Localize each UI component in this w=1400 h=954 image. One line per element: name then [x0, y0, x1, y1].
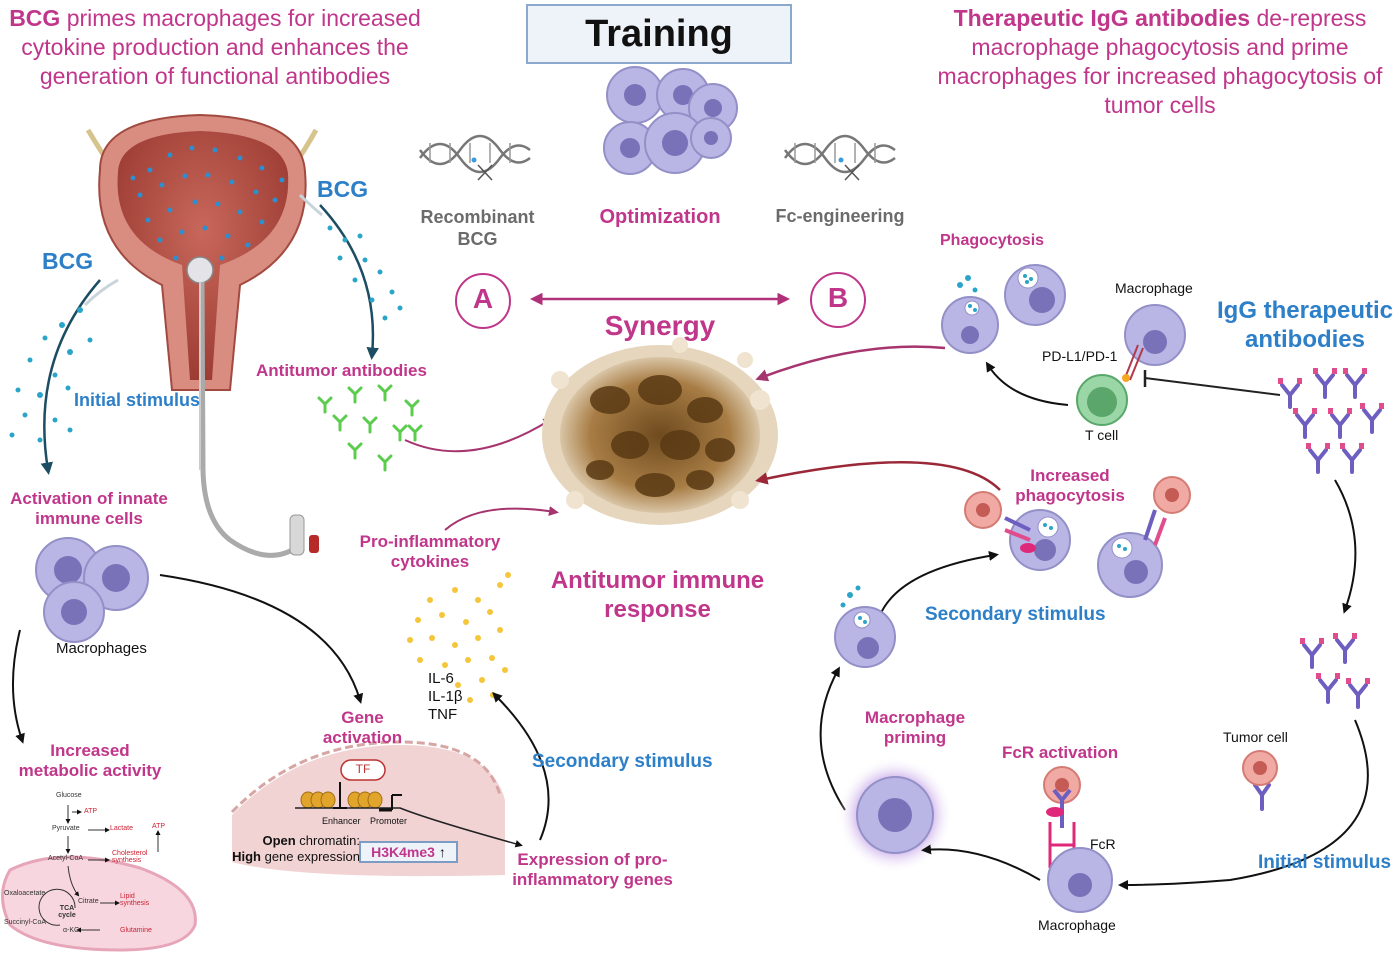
pyruvate-label: Pyruvate	[52, 825, 80, 832]
acetyl-coa-label: Acetyl-CoA	[48, 855, 84, 862]
high-rest: gene expression	[260, 849, 360, 864]
label-a-circle	[455, 273, 511, 329]
tumor-cell-label: Tumor cell	[1223, 729, 1288, 745]
bcg-particles-bladder	[130, 145, 285, 261]
bcg-label-left: BCG	[42, 248, 94, 274]
open-rest: chromatin:	[295, 833, 360, 848]
header-left-rest: primes macrophages for increased cytokin…	[21, 5, 421, 89]
bcg-stream-left	[9, 278, 119, 475]
secondary-stimulus-macrophage	[834, 585, 896, 668]
atp-label-2: ATP	[152, 823, 166, 830]
glutamine-label: Glutamine	[120, 927, 152, 934]
tca-label: TCA cycle	[58, 905, 76, 919]
lipid-label: Lipid synthesis	[120, 893, 150, 907]
header-right-bold: Therapeutic IgG antibodies	[953, 5, 1251, 31]
cholesterol-label: Cholesterol synthesis	[112, 850, 148, 864]
metabolism-arrows	[38, 805, 161, 933]
header-left: BCG primes macrophages for increased cyt…	[0, 4, 430, 91]
optimization-macrophages	[603, 66, 738, 175]
fcr-activation-macrophage	[1043, 766, 1113, 913]
dna-icon-left	[418, 134, 531, 181]
promoter-label: Promoter	[370, 816, 408, 826]
chromatin-note: Open chromatin: High gene expression	[220, 833, 360, 865]
tumor-mass	[542, 337, 778, 525]
akg-label: α-KG	[63, 927, 80, 934]
dna-icon-right	[783, 134, 896, 181]
bcg-label-right: BCG	[317, 176, 369, 202]
header-left-bold: BCG	[9, 5, 61, 31]
label-a: A	[472, 283, 494, 314]
increased-phagocytosis-label: Increased phagocytosis	[1015, 466, 1125, 505]
initial-stimulus-left: Initial stimulus	[74, 390, 201, 410]
header-right: Therapeutic IgG antibodies de-repress ma…	[925, 4, 1395, 120]
up-arrow-icon: ↑	[438, 844, 446, 860]
macrophage-top-label: Macrophage	[1115, 280, 1193, 296]
phagocytosis-cells	[941, 264, 1066, 354]
expression-genes-label: Expression of pro-inflammatory genes	[512, 850, 673, 889]
high-bold: High	[232, 849, 261, 864]
antitumor-antibodies-label: Antitumor antibodies	[256, 361, 427, 380]
macrophage-priming-label: Macrophage priming	[864, 708, 966, 747]
igg-antibody-cluster	[1253, 368, 1384, 811]
macrophages-left	[35, 537, 149, 643]
succinyl-label: Succinyl-CoA	[4, 919, 47, 926]
enhancer-label: Enhancer	[322, 816, 361, 826]
macrophage-bottom-label: Macrophage	[1038, 917, 1116, 933]
open-bold: Open	[262, 833, 296, 848]
label-b: B	[827, 282, 849, 313]
tf-label: TF	[355, 762, 371, 776]
igg-therapeutic-label: IgG therapeutic antibodies	[1216, 297, 1394, 353]
secondary-stimulus-left: Secondary stimulus	[532, 751, 713, 772]
increased-phagocytosis-cells	[964, 476, 1191, 598]
secondary-stimulus-right: Secondary stimulus	[925, 604, 1106, 625]
macrophages-label: Macrophages	[56, 640, 147, 657]
cytokine-list: IL-6 IL-1β TNF	[428, 670, 462, 724]
tnf-label: TNF	[428, 706, 458, 723]
primed-macrophage	[837, 757, 953, 873]
il6-label: IL-6	[428, 670, 454, 687]
il1b-label: IL-1β	[428, 688, 463, 705]
antitumor-response-label: Antitumor immune response	[550, 567, 765, 623]
lactate-label: Lactate	[110, 825, 133, 832]
fcr-activation-label: FcR activation	[1002, 743, 1119, 762]
t-cell-label: T cell	[1085, 427, 1119, 443]
tumor-cell-small	[1242, 750, 1278, 786]
pdl1-pd1-label: PD-L1/PD-1	[1042, 348, 1118, 364]
atp-label-1: ATP	[84, 808, 98, 815]
glucose-label: Glucose	[56, 792, 82, 799]
fcr-label: FcR	[1090, 836, 1116, 852]
training-title: Training	[526, 4, 792, 64]
label-b-circle	[810, 272, 866, 328]
bladder-illustration	[85, 113, 319, 558]
macrophage-tcell-checkpoint	[985, 304, 1281, 426]
header-right-rest: de-repress macrophage phagocytosis and p…	[937, 5, 1383, 118]
initial-stimulus-right: Initial stimulus	[1258, 852, 1392, 873]
h3k4me3-label: H3K4me3	[371, 844, 435, 860]
increased-metabolic-label: Increased metabolic activity	[18, 741, 162, 780]
recombinant-bcg-label: Recombinant BCG	[420, 207, 535, 249]
oxaloacetate-label: Oxaloacetate	[4, 890, 46, 897]
h3k4me3-badge: H3K4me3 ↑	[359, 841, 458, 863]
cytokine-particles	[407, 572, 511, 703]
fc-engineering-label: Fc-engineering	[775, 206, 905, 226]
bcg-stream-right	[298, 193, 403, 360]
pro-inflammatory-cytokines-label: Pro-inflammatory cytokines	[359, 532, 501, 571]
citrate-label: Citrate	[78, 898, 99, 905]
optimization-label: Optimization	[599, 206, 721, 228]
activation-innate-label: Activation of innate immune cells	[10, 489, 168, 528]
synergy-label: Synergy	[604, 310, 716, 341]
gene-activation-label: Gene activation	[322, 708, 403, 747]
antibody-cluster-green	[317, 384, 423, 472]
phagocytosis-label: Phagocytosis	[940, 232, 1045, 249]
